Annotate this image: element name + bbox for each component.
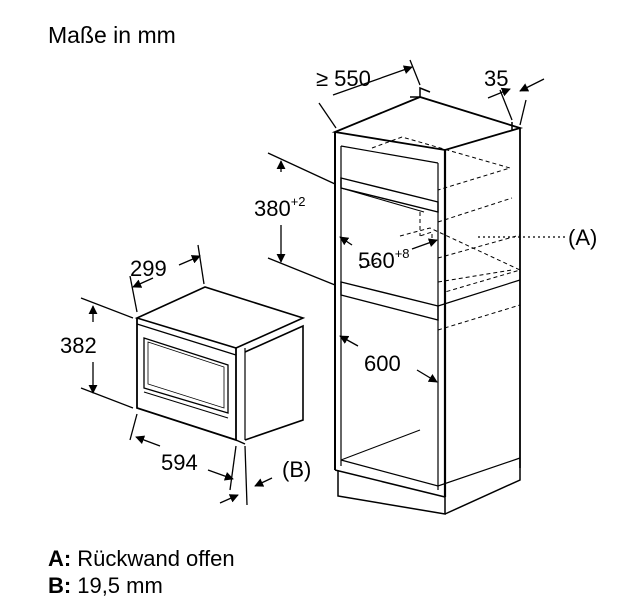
back-panel-callout: (A) xyxy=(568,225,597,250)
hidden-lines xyxy=(359,136,522,331)
dimension-appliance-width xyxy=(129,413,237,491)
page-title: Maße in mm xyxy=(48,22,176,48)
dimension-inner-depth xyxy=(339,335,438,383)
dimension-gap xyxy=(219,445,273,506)
cabinet xyxy=(331,86,524,515)
dimension-appliance-depth xyxy=(129,244,205,313)
dimension-cabinet-wall xyxy=(487,78,545,126)
dimension-cabinet-wall-label: 35 xyxy=(484,66,508,91)
legend-item-a: A:Rückwand offen xyxy=(48,546,235,571)
dimension-appliance-height-label: 382 xyxy=(60,333,97,358)
dimension-cabinet-depth xyxy=(318,59,421,129)
dimension-niche-width xyxy=(339,236,438,250)
dimension-niche-width-label: 560+8 xyxy=(358,246,410,273)
dimension-gap-label: (B) xyxy=(282,457,311,482)
dimension-appliance-height xyxy=(80,297,134,409)
dimension-appliance-width-label: 594 xyxy=(161,450,198,475)
dimension-inner-depth-label: 600 xyxy=(364,351,401,376)
dimension-niche-height xyxy=(267,152,336,286)
legend-item-b: B:19,5 mm xyxy=(48,573,163,598)
dimension-appliance-depth-label: 299 xyxy=(130,256,167,281)
dimension-cabinet-depth-label: ≥ 550 xyxy=(316,66,371,91)
appliance xyxy=(134,286,306,445)
dimension-niche-height-label: 380+2 xyxy=(254,194,306,221)
